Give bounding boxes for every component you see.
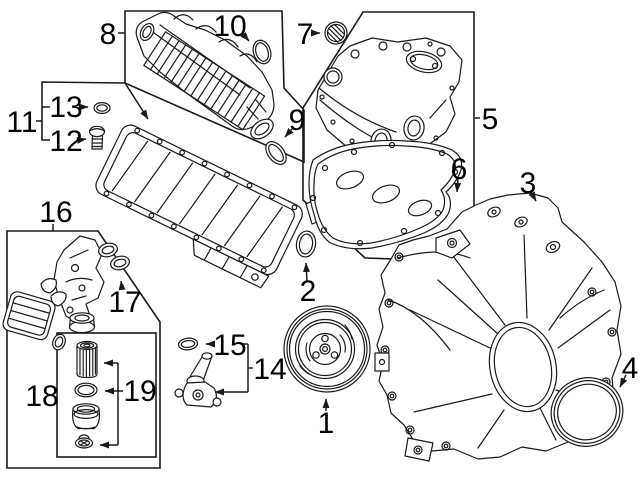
leader-4 [619, 374, 628, 388]
callout-label-12[interactable]: 12 [49, 125, 82, 158]
drain-plug-kit [74, 434, 94, 449]
callout-label-1[interactable]: 1 [318, 407, 335, 440]
seal-ring-2 [295, 230, 317, 258]
callout-label-11[interactable]: 11 [6, 106, 37, 139]
leader-3 [528, 191, 537, 202]
group-box-oil-filter-kit [56, 332, 157, 458]
callout-label-5[interactable]: 5 [482, 103, 499, 136]
leader-17 [118, 280, 126, 291]
callout-label-16[interactable]: 16 [39, 196, 72, 229]
intercooler-fins [143, 31, 266, 131]
leader-12 [76, 137, 87, 144]
callout-labels: 1 2 3 4 5 6 7 8 9 10 11 12 13 14 15 16 1… [6, 10, 638, 440]
oil-filler-cap [324, 21, 348, 45]
leader-2 [303, 262, 310, 282]
callout-label-19[interactable]: 19 [123, 375, 156, 408]
oil-filter-housing [2, 235, 105, 351]
leader-11-arrow [124, 82, 149, 120]
drain-seal-13 [93, 101, 111, 114]
callout-label-6[interactable]: 6 [451, 153, 468, 186]
o-ring-15 [177, 337, 199, 351]
callout-label-13[interactable]: 13 [49, 91, 82, 124]
callout-label-17[interactable]: 17 [108, 286, 141, 319]
leader-6 [454, 177, 462, 193]
leader-9 [284, 127, 294, 138]
callout-label-2[interactable]: 2 [300, 275, 317, 308]
drain-plug-12 [88, 125, 106, 150]
seal-ring-9 [265, 141, 287, 165]
filter-o-ring [74, 382, 98, 398]
valve-cover-gasket [305, 139, 463, 250]
intake-manifold [135, 11, 275, 140]
valve-cover [315, 37, 463, 159]
filter-cap [71, 403, 101, 430]
bracket-oil-pan-parts [41, 81, 126, 141]
callout-label-9[interactable]: 9 [289, 104, 306, 137]
callout-label-8[interactable]: 8 [100, 18, 117, 51]
bracket-14 [214, 343, 253, 396]
callout-label-15[interactable]: 15 [213, 329, 246, 362]
crankshaft-seal [550, 377, 624, 447]
crankshaft-pulley [283, 305, 371, 393]
oil-filter-kit [71, 340, 101, 449]
callout-label-3[interactable]: 3 [520, 167, 537, 200]
leader-10 [240, 31, 250, 42]
callout-label-10[interactable]: 10 [213, 10, 246, 43]
group-box-oil-filter-housing [6, 230, 161, 469]
leader-lines [52, 29, 628, 449]
callout-label-18[interactable]: 18 [25, 380, 58, 413]
callout-label-4[interactable]: 4 [622, 352, 639, 385]
callout-label-14[interactable]: 14 [253, 353, 286, 386]
bracket-19 [99, 359, 123, 449]
oil-pan [95, 124, 303, 289]
seal-ring-10 [252, 39, 272, 65]
callout-label-7[interactable]: 7 [297, 18, 314, 51]
gasket-17 [98, 242, 130, 271]
